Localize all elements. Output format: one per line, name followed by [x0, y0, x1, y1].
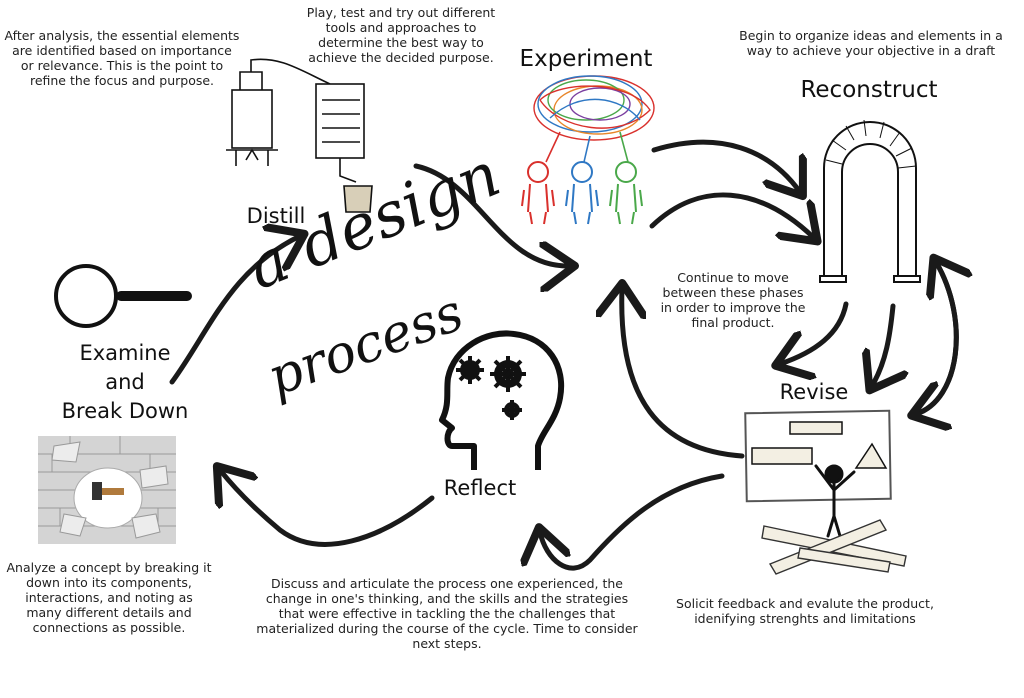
arrow-revise-reconstruct-double-back [916, 259, 959, 414]
arrow-experiment-to-reconstruct-top [651, 139, 800, 192]
description-experiment: Play, test and try out different tools a… [306, 5, 496, 65]
phase-label-examine-line3: Break Down [61, 399, 189, 423]
phase-label-examine-line2: and [105, 370, 145, 394]
flow-arrows [169, 139, 959, 571]
breaking-wall-icon [38, 436, 176, 544]
distillation-apparatus-icon [226, 58, 373, 213]
center-note: Continue to move between these phases in… [660, 270, 806, 330]
arrow-reconstruct-to-revise-left [780, 301, 849, 364]
phase-label-examine-line1: Examine [79, 341, 171, 365]
description-reflect: Discuss and articulate the process one e… [256, 576, 638, 651]
thought-scribble-people-icon [521, 75, 655, 225]
arrow-reflect-to-examine [220, 470, 435, 547]
phase-label-experiment: Experiment [519, 46, 653, 72]
arrow-revise-reconstruct-double [913, 262, 956, 417]
head-gears-icon [439, 330, 565, 470]
phase-label-reflect: Reflect [443, 476, 517, 500]
description-distill: After analysis, the essential elements a… [4, 28, 240, 88]
arrow-reconstruct-to-revise-right [872, 303, 893, 386]
description-examine: Analyze a concept by breaking it down in… [6, 560, 212, 635]
stone-arch-icon [819, 119, 921, 283]
magnifying-glass-icon [54, 264, 192, 328]
arrow-revise-to-experiment [622, 288, 745, 459]
description-reconstruct: Begin to organize ideas and elements in … [739, 28, 1003, 58]
phase-label-examine: Examine and Break Down [40, 339, 210, 426]
phase-label-distill: Distill [246, 204, 306, 228]
whiteboard-figure-icon [744, 409, 907, 575]
phase-label-reconstruct: Reconstruct [800, 77, 938, 103]
arrow-experiment-to-reconstruct-bottom [649, 192, 814, 238]
arrow-examine-to-distill [169, 236, 300, 385]
description-revise: Solicit feedback and evalute the product… [676, 596, 934, 626]
phase-label-revise: Revise [779, 380, 849, 404]
arrow-distill-to-experiment [413, 163, 570, 266]
arrow-revise-to-reflect [540, 473, 725, 571]
